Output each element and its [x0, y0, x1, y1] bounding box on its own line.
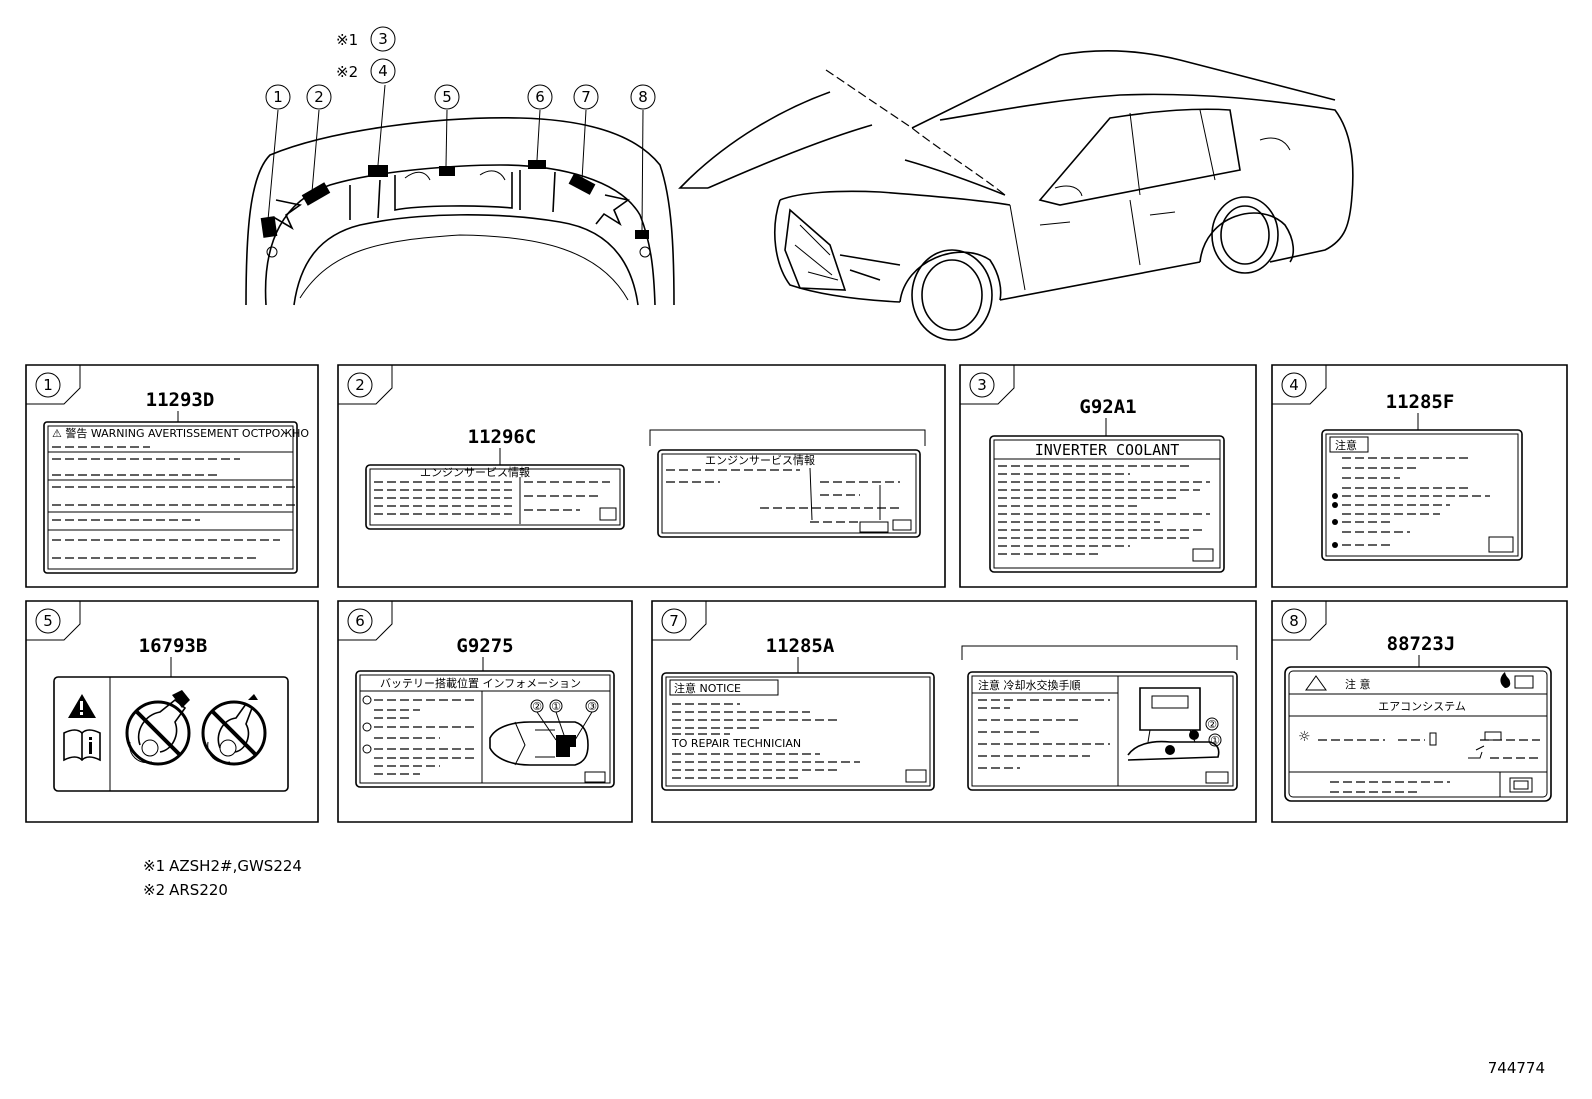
callout-6: 6 [527, 84, 553, 110]
svg-text:3: 3 [378, 30, 388, 48]
svg-text:11285F: 11285F [1386, 391, 1455, 413]
label-8-header: 注 意 [1345, 677, 1371, 691]
svg-text:5: 5 [43, 612, 53, 630]
callout-7: 7 [573, 84, 599, 110]
label-panel-4: 4 11285F 注意 [1271, 364, 1568, 588]
label-7a-subheader: TO REPAIR TECHNICIAN [671, 737, 801, 750]
svg-text:1: 1 [273, 88, 283, 106]
label-6-header: バッテリー搭載位置 インフォメーション [380, 676, 581, 690]
label-2-header: エンジンサービス情報 [420, 466, 530, 479]
svg-text:5: 5 [442, 88, 452, 106]
label-4-header: 注意 [1335, 438, 1357, 452]
callout-8: 8 [630, 84, 656, 110]
callout-2: 2 [306, 84, 332, 110]
svg-text:③: ③ [587, 700, 597, 713]
hood-label-2 [301, 182, 331, 206]
compressor-oil-icon [1468, 745, 1485, 759]
callout-5: 5 [434, 84, 460, 110]
flame-icon [1500, 672, 1511, 688]
svg-text:②: ② [1207, 718, 1217, 731]
hood-label-5 [439, 166, 455, 176]
label-2b-header: エンジンサービス情報 [705, 454, 815, 467]
label-8-subheader: エアコンシステム [1378, 700, 1466, 713]
car-illustration [678, 50, 1354, 341]
battery-position-mark [556, 735, 570, 757]
callout-4: ※2 4 [336, 58, 396, 84]
hood-label-1 [260, 216, 278, 238]
svg-text:1: 1 [43, 376, 53, 394]
svg-text:6: 6 [535, 88, 545, 106]
label-panel-1: 1 11293D ⚠ 警告 WARNING AVERTISSEMENT ОСТР… [25, 364, 319, 588]
svg-text:①: ① [551, 700, 561, 713]
svg-text:11296C: 11296C [468, 426, 537, 448]
svg-text:4: 4 [1289, 376, 1299, 394]
svg-text:16793B: 16793B [139, 635, 208, 657]
no-spray-icon [201, 694, 267, 766]
svg-text:2: 2 [314, 88, 324, 106]
svg-text:※2: ※2 [336, 63, 358, 81]
svg-text:8: 8 [1289, 612, 1299, 630]
label-panel-6: 6 G9275 バッテリー搭載位置 インフォメーション ② ① ③ [337, 600, 633, 823]
svg-text:8: 8 [638, 88, 648, 106]
label-7a-header: 注意 NOTICE [674, 681, 741, 695]
diagram-id: 744774 [1488, 1059, 1545, 1077]
callout-3: ※1 3 [336, 26, 396, 52]
label-panel-2: 2 11296C エンジンサービス情報 エンジンサービス情報 [337, 364, 946, 588]
label-panel-8: 8 88723J 注 意 エアコンシステム ☼ [1271, 600, 1568, 823]
svg-text:11285A: 11285A [766, 635, 835, 657]
caution-triangle-icon [1305, 675, 1327, 691]
svg-text:2: 2 [355, 376, 365, 394]
svg-text:6: 6 [355, 612, 365, 630]
svg-text:4: 4 [378, 62, 388, 80]
label-1-header: ⚠ 警告 WARNING AVERTISSEMENT ОСТРОЖНО [52, 426, 309, 440]
no-hand-touch-icon [125, 690, 191, 766]
svg-text:3: 3 [977, 376, 987, 394]
hood-label-3-4 [368, 165, 388, 177]
svg-text:G9275: G9275 [456, 635, 513, 657]
hood-underside-view: 1 2 ※1 3 ※2 4 5 6 7 8 [245, 26, 675, 306]
label-panel-7: 7 11285A 注意 NOTICE TO REPAIR TECHNICIAN … [651, 600, 1257, 823]
svg-text:7: 7 [669, 612, 679, 630]
sun-icon: ☼ [1298, 729, 1311, 745]
svg-text:11293D: 11293D [146, 389, 215, 411]
svg-text:88723J: 88723J [1387, 633, 1456, 655]
svg-text:7: 7 [581, 88, 591, 106]
label-7b-header: 注意 冷却水交換手順 [978, 678, 1081, 692]
service-port-icon [1514, 675, 1534, 689]
label-panel-3: 3 G92A1 INVERTER COOLANT [959, 364, 1257, 588]
svg-text:※1: ※1 [336, 31, 358, 49]
manual-book-icon [63, 729, 101, 762]
hood-label-6 [528, 160, 546, 169]
label-panel-5: 5 16793B [25, 600, 319, 823]
svg-text:①: ① [1210, 734, 1220, 747]
hood-label-8 [635, 230, 649, 239]
svg-text:G92A1: G92A1 [1079, 396, 1136, 418]
hood-label-7 [568, 173, 596, 195]
label-3-header: INVERTER COOLANT [1035, 441, 1180, 459]
svg-text:②: ② [532, 700, 542, 713]
callout-1: 1 [265, 84, 291, 110]
